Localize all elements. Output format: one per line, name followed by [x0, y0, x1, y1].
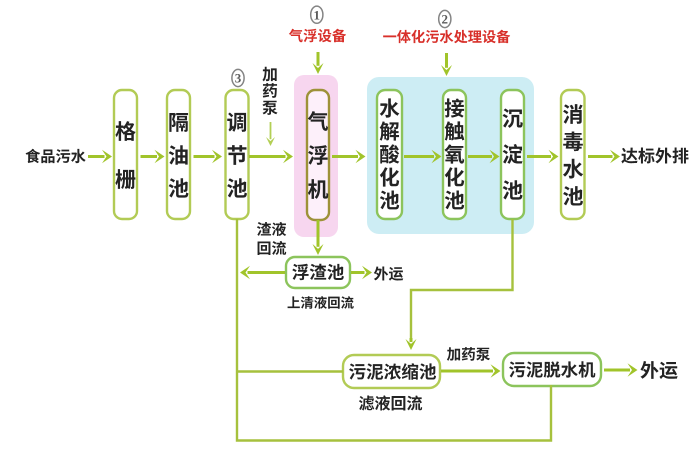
svg-text:1: 1: [314, 7, 321, 22]
svg-text:3: 3: [235, 71, 242, 86]
svg-text:2: 2: [442, 12, 449, 27]
